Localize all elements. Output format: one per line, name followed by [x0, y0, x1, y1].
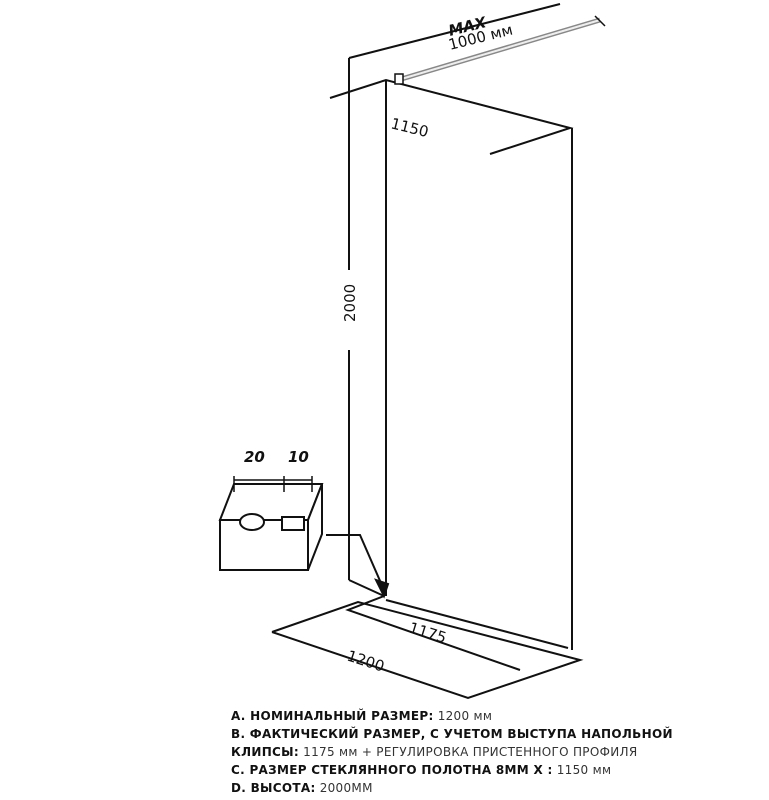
- height-label: 2000: [341, 284, 359, 322]
- top-dimension-lines: [329, 78, 574, 155]
- wall-top-edge: [348, 3, 561, 59]
- support-bar: [394, 15, 606, 85]
- spec-b-line2: КЛИПСЫ: 1175 мм + РЕГУЛИРОВКА ПРИСТЕННОГ…: [231, 745, 638, 759]
- clip-callout-line: [326, 534, 385, 591]
- actual-width-label: 1175: [407, 619, 449, 647]
- spec-c: C. РАЗМЕР СТЕКЛЯННОГО ПОЛОТНА 8ММ X : 11…: [231, 763, 612, 777]
- clip-dim-10: 10: [288, 448, 309, 466]
- clip-dim-20: 20: [244, 448, 265, 466]
- glass-width-label: 1150: [389, 114, 430, 141]
- spec-list: A. НОМИНАЛЬНЫЙ РАЗМЕР: 1200 мм B. ФАКТИЧ…: [231, 707, 751, 797]
- spec-a: A. НОМИНАЛЬНЫЙ РАЗМЕР: 1200 мм: [231, 709, 493, 723]
- glass-bottom-edge: [385, 599, 569, 649]
- wall-bottom: [348, 579, 385, 597]
- spec-b-line1: B. ФАКТИЧЕСКИЙ РАЗМЕР, С УЧЕТОМ ВЫСТУПА …: [231, 727, 673, 741]
- floor-dimension-1175: [345, 595, 521, 671]
- shower-panel-diagram: MAX 1000 мм 1150 2000 1175 1200 20 10: [218, 3, 606, 700]
- nominal-width-label: 1200: [345, 647, 387, 676]
- clip-arrow: [374, 578, 390, 599]
- spec-d: D. ВЫСОТА: 2000ММ: [231, 781, 373, 795]
- floor-clip: [218, 483, 324, 571]
- floor-dimension-1200: [271, 600, 584, 700]
